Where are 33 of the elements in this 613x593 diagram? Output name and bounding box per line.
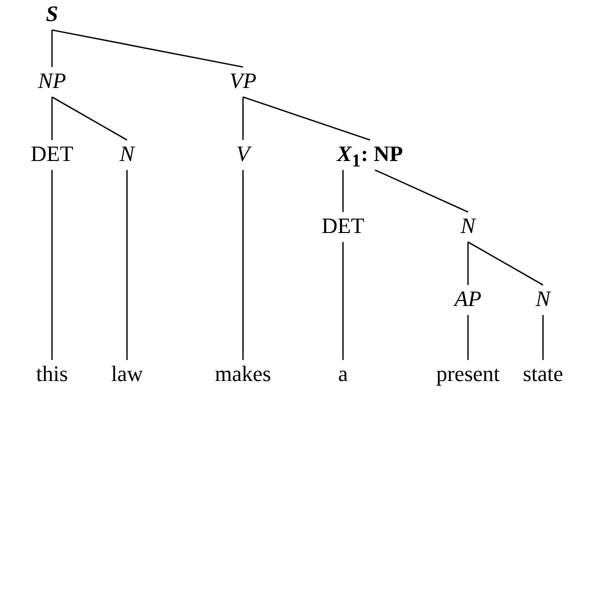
category-label: N <box>458 213 478 239</box>
tree-branch <box>374 169 468 213</box>
leaf-word: present <box>430 361 506 387</box>
leaf-word: law <box>109 361 145 387</box>
tree-branch <box>467 242 469 285</box>
leaf-word: state <box>518 361 568 387</box>
leaf-word: makes <box>210 361 276 387</box>
tree-branch <box>52 29 244 68</box>
tree-branch <box>342 242 344 360</box>
tree-branch <box>242 170 244 360</box>
tree-branch <box>126 170 128 360</box>
category-label: S <box>41 1 63 27</box>
tree-branch <box>467 315 469 360</box>
leaf-word: this <box>32 361 72 387</box>
leaf-word: a <box>335 361 351 387</box>
category-label: AP <box>448 286 488 312</box>
tree-branch <box>242 97 244 140</box>
tree-branch <box>52 96 128 141</box>
tree-branch <box>242 96 370 141</box>
tree-branch <box>51 97 53 140</box>
tree-branch <box>51 170 53 360</box>
tree-branch <box>542 315 544 360</box>
category-label: NP <box>32 68 72 94</box>
category-label: VP <box>223 68 263 94</box>
category-label: N <box>533 286 553 312</box>
category-label: X$_{1}$: NP <box>330 141 410 167</box>
category-label: V <box>233 141 253 167</box>
category-label: N <box>117 141 137 167</box>
category-label: DET <box>26 141 78 167</box>
category-label: DET <box>317 213 369 239</box>
tree-branch <box>342 170 344 212</box>
tree-branch <box>51 30 53 67</box>
tree-branch <box>468 241 544 286</box>
